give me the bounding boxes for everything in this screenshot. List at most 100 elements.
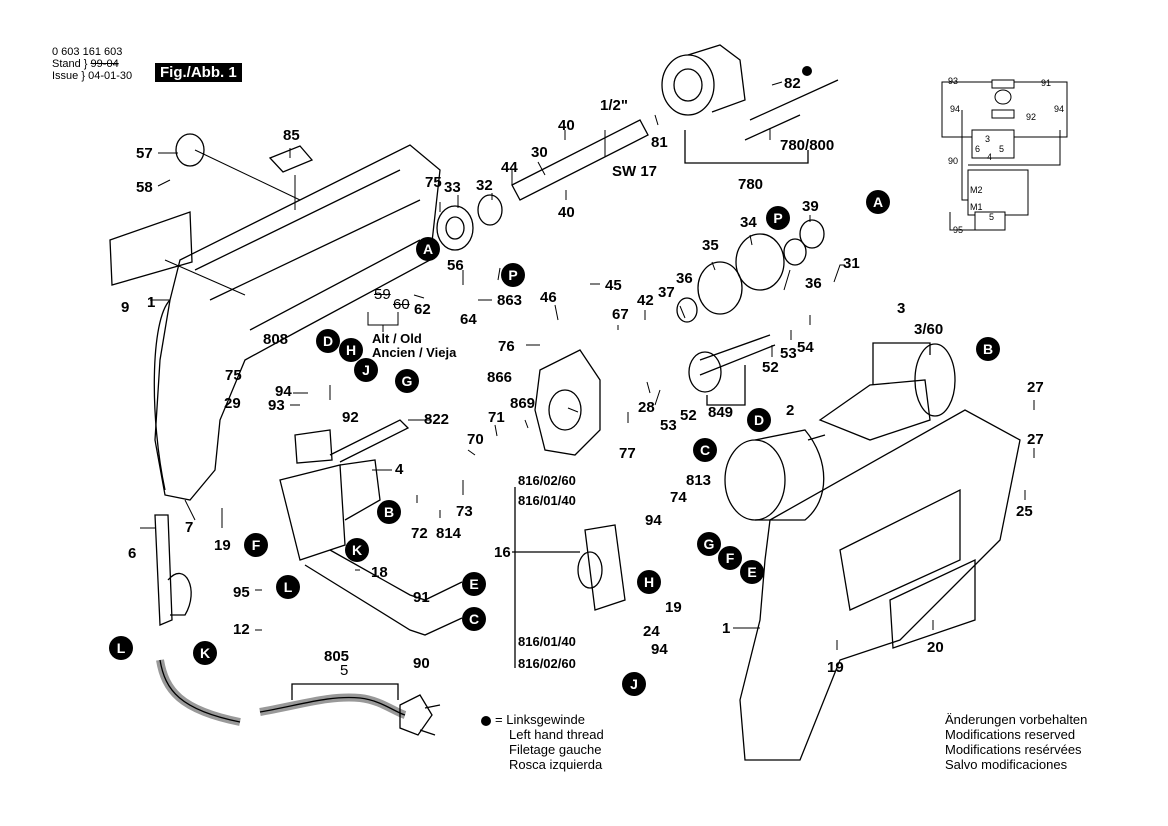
legend-thread-line-4: Rosca izquierda (509, 757, 603, 772)
part-label-816-02-60-a: 816/02/60 (518, 473, 576, 488)
legend-thread-line-1: Linksgewinde (506, 712, 585, 727)
part-label-780-800: 780/800 (780, 137, 835, 154)
part-label-90: 90 (413, 655, 430, 672)
legend-modifications-line-3: Modifications resérvées (945, 742, 1082, 757)
marker-b-bearing: B (377, 500, 401, 524)
part-label-52-b: 52 (762, 359, 779, 376)
legend-modifications: Änderungen vorbehalten Modifications res… (945, 712, 1087, 772)
housing-bracket-switch (294, 429, 333, 464)
marker-d-field: D (747, 408, 771, 432)
bearing-33-inner (445, 216, 465, 240)
part-label-19-a: 19 (214, 537, 231, 554)
trigger-822 (329, 419, 410, 463)
marker-c-field: C (693, 438, 717, 462)
part-label-1: 1 (147, 294, 156, 311)
part-label-12: 12 (233, 621, 250, 638)
label-plate-9 (109, 211, 193, 286)
part-label-54: 54 (797, 339, 814, 356)
part-label-19-b: 19 (827, 659, 844, 676)
part-label-sw17: SW 17 (612, 163, 658, 180)
gear-housing-bore (548, 389, 582, 431)
part-label-780: 780 (738, 176, 764, 193)
part-label-53-b: 53 (780, 345, 797, 362)
marker-f-field: F (718, 546, 742, 570)
part-label-75: 75 (425, 174, 442, 191)
power-cord-5-outline (259, 696, 406, 716)
marker-a-left: A (416, 237, 440, 261)
plug (399, 694, 441, 736)
cord-bracket-805 (291, 683, 399, 700)
part-label-34: 34 (740, 214, 757, 231)
part-label-94-b: 94 (645, 512, 662, 529)
wiring-label-94-left: 94 (950, 104, 961, 114)
bracket-3 (872, 342, 931, 385)
legend-modifications-line-4: Salvo modificaciones (945, 757, 1068, 772)
part-label-60-old: 60 (393, 296, 410, 313)
washer-36a (676, 297, 698, 323)
gear-34 (735, 233, 785, 291)
part-label-813: 813 (686, 472, 712, 489)
bracket-16 (512, 487, 580, 668)
part-label-6: 6 (128, 545, 137, 562)
bracket-780 (684, 130, 809, 164)
part-label-94-a: 94 (275, 383, 292, 400)
legend-thread-line-3: Filetage gauche (509, 742, 602, 757)
part-label-28: 28 (638, 399, 655, 416)
plate-85 (268, 145, 314, 173)
spring-32 (477, 194, 503, 226)
part-label-40-bottom: 40 (558, 204, 575, 221)
housing-right-half (739, 409, 1021, 761)
part-label-863: 863 (497, 292, 523, 309)
legend-equals: = (495, 712, 503, 727)
cable-guard-6 (154, 514, 192, 626)
gear-housing-866 (534, 349, 601, 456)
part-label-39: 39 (802, 198, 819, 215)
marker-b-armature: B (976, 337, 1000, 361)
legend-modifications-line-1: Änderungen vorbehalten (945, 712, 1088, 727)
part-label-62: 62 (414, 301, 431, 318)
part-label-53-a: 53 (660, 417, 677, 434)
washer-36b (783, 238, 807, 266)
wire-90 (304, 564, 463, 636)
power-cord-5 (259, 693, 407, 719)
legend-modifications-line-2: Modifications reserved (945, 727, 1076, 742)
bracket-849 (706, 365, 746, 406)
wiring-label-5: 5 (999, 144, 1005, 154)
part-label-82: 82 (784, 75, 801, 92)
part-label-92: 92 (342, 409, 359, 426)
housing-left-half (153, 144, 441, 501)
part-label-42: 42 (637, 292, 654, 309)
part-label-808: 808 (263, 331, 289, 348)
part-label-866: 866 (487, 369, 513, 386)
wiring-label-92: 92 (1026, 112, 1037, 122)
part-label-67: 67 (612, 306, 629, 323)
marker-l-switch: L (276, 575, 300, 599)
part-label-816-02-60-b: 816/02/60 (518, 656, 576, 671)
part-label-75-b: 75 (225, 367, 242, 384)
part-label-73: 73 (456, 503, 473, 520)
part-label-36-a: 36 (676, 270, 693, 287)
wiring-label-4: 4 (987, 152, 993, 162)
part-label-36-b: 36 (805, 275, 822, 292)
marker-k-switch: K (345, 538, 369, 562)
armature-3 (807, 343, 956, 441)
spindle-30 (511, 119, 649, 201)
part-label-70: 70 (467, 431, 484, 448)
part-label-76: 76 (498, 338, 515, 355)
part-label-4: 4 (395, 461, 404, 478)
part-label-93: 93 (268, 397, 285, 414)
part-label-85: 85 (283, 127, 300, 144)
part-label-3: 3 (897, 300, 906, 317)
part-label-59-old: 59 (374, 286, 391, 303)
stand-label: Stand (52, 58, 81, 70)
figure-label: Fig./Abb. 1 (155, 63, 242, 82)
part-label-91: 91 (413, 589, 430, 606)
left-hand-thread-dot (802, 66, 812, 76)
part-label-74: 74 (670, 489, 687, 506)
part-label-805: 805 (324, 648, 350, 665)
part-label-5: 5 (340, 662, 349, 679)
part-label-94-c: 94 (651, 641, 668, 658)
part-label-19-c: 19 (665, 599, 682, 616)
document-header: 0 603 161 603 Stand } 99-04 Issue } 04-0… (52, 46, 133, 82)
